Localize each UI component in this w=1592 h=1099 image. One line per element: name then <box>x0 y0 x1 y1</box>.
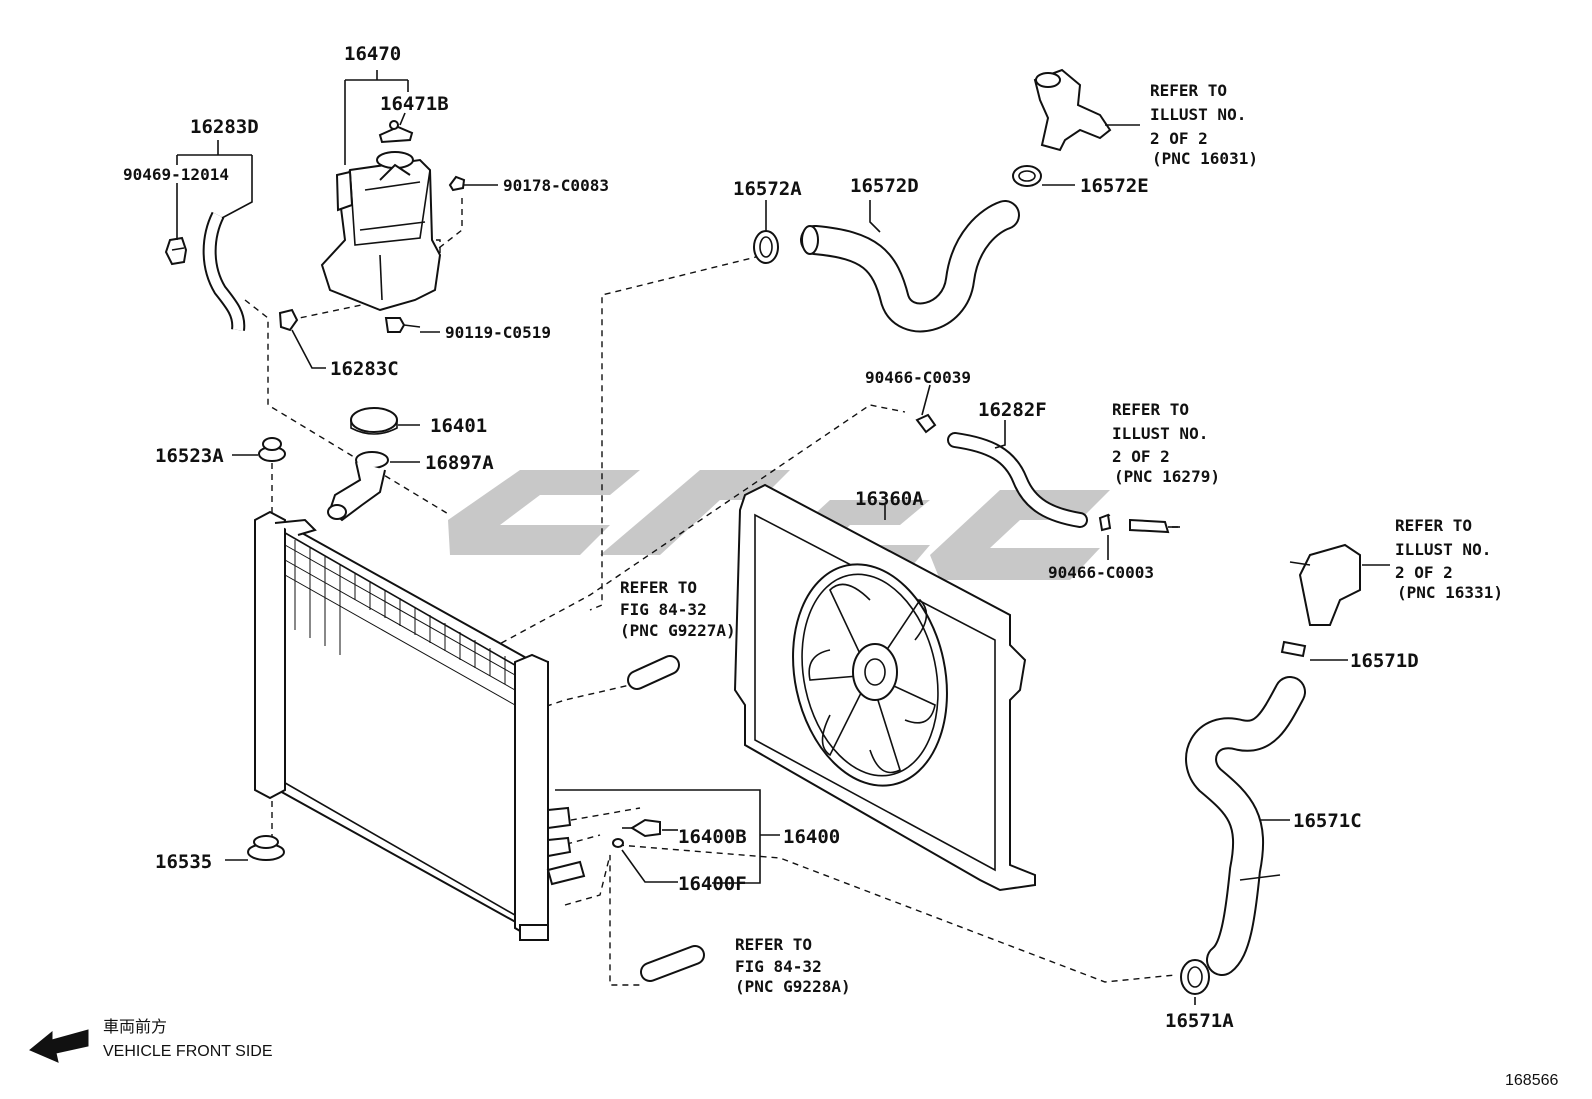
label-16283D: 16283D <box>190 116 259 138</box>
direction-label-jp: 車両前方 <box>103 1017 167 1036</box>
ref5-line1: REFER TO <box>735 935 812 954</box>
ref5-line2: FIG 84-32 <box>735 957 822 976</box>
ref2-line1: REFER TO <box>1112 400 1189 419</box>
ref1-line3: 2 OF 2 <box>1150 129 1208 148</box>
ref1-line2: ILLUST NO. <box>1150 105 1246 124</box>
vehicle-direction-indicator: 車両前方 VEHICLE FRONT SIDE <box>29 1017 273 1063</box>
reference-note-5: REFER TO FIG 84-32 (PNC G9228A) <box>735 935 851 996</box>
ref1-line1: REFER TO <box>1150 81 1227 100</box>
water-inlet-16031 <box>1033 68 1112 152</box>
label-16283C: 16283C <box>330 358 399 380</box>
label-16897A: 16897A <box>425 452 494 474</box>
label-16401: 16401 <box>430 415 487 437</box>
label-16400: 16400 <box>783 826 840 848</box>
bolt-90119 <box>384 317 421 333</box>
radiator-core-fins <box>284 540 516 706</box>
hose-16283D <box>202 211 246 331</box>
label-16571A: 16571A <box>1165 1010 1234 1032</box>
clamp-16283C <box>278 308 299 332</box>
label-16523A: 16523A <box>155 445 224 467</box>
hose-G9227A <box>627 655 680 690</box>
illustration-number: 168566 <box>1505 1072 1558 1089</box>
clip-90469 <box>164 236 188 266</box>
label-16571D: 16571D <box>1350 650 1419 672</box>
reference-note-3: REFER TO ILLUST NO. 2 OF 2 (PNC 16331) <box>1395 516 1503 602</box>
label-16471B: 16471B <box>380 93 449 115</box>
ref2-line3: 2 OF 2 <box>1112 447 1170 466</box>
ref3-line3: 2 OF 2 <box>1395 563 1453 582</box>
label-16571C: 16571C <box>1293 810 1362 832</box>
label-16400F: 16400F <box>678 873 747 895</box>
ref2-line4: (PNC 16279) <box>1114 467 1220 486</box>
fan-blades <box>808 583 936 774</box>
reference-note-4: REFER TO FIG 84-32 (PNC G9227A) <box>620 578 736 640</box>
o-ring-16400F <box>612 838 624 848</box>
label-16470: 16470 <box>344 43 401 65</box>
arrow-left-icon <box>29 1029 89 1063</box>
ref4-line2: FIG 84-32 <box>620 600 707 619</box>
pipe-16279 <box>1129 518 1180 534</box>
label-16282F: 16282F <box>978 399 1047 421</box>
ref2-line2: ILLUST NO. <box>1112 424 1208 443</box>
clamp-16572A <box>753 230 779 264</box>
hose-16572D <box>800 200 1020 333</box>
filler-neck-16897A <box>327 451 389 522</box>
fitting-16571D <box>1280 640 1307 658</box>
hose-16282F <box>947 432 1088 528</box>
label-leaders <box>176 70 1390 1005</box>
ref5-line3: (PNC G9228A) <box>735 977 851 996</box>
reservoir-cap <box>378 120 414 144</box>
clip-90178 <box>448 175 466 192</box>
fan-shroud-16360A <box>733 483 1036 892</box>
clip-90466-C0003 <box>1098 513 1112 532</box>
label-16400B: 16400B <box>678 826 747 848</box>
reference-note-1: REFER TO ILLUST NO. 2 OF 2 (PNC 16031) <box>1150 81 1258 168</box>
label-16572A: 16572A <box>733 178 802 200</box>
hose-16571C <box>1185 676 1306 976</box>
clamp-16572E <box>1012 165 1042 187</box>
label-16535: 16535 <box>155 851 212 873</box>
label-90178-C0083: 90178-C0083 <box>503 176 609 195</box>
label-16572D: 16572D <box>850 175 919 197</box>
bypass-fitting-16331 <box>1289 543 1361 626</box>
ref4-line3: (PNC G9227A) <box>620 621 736 640</box>
cushion-16535 <box>247 835 285 861</box>
label-90469-12014: 90469-12014 <box>123 165 229 184</box>
ref4-line1: REFER TO <box>620 578 697 597</box>
ref1-line4: (PNC 16031) <box>1152 149 1258 168</box>
label-90119-C0519: 90119-C0519 <box>445 323 551 342</box>
ref3-line1: REFER TO <box>1395 516 1472 535</box>
label-90466-C0039: 90466-C0039 <box>865 368 971 387</box>
label-90466-C0003: 90466-C0003 <box>1048 563 1154 582</box>
radiator-cap-16401 <box>350 407 398 435</box>
reference-note-2: REFER TO ILLUST NO. 2 OF 2 (PNC 16279) <box>1112 400 1220 486</box>
part-labels: 16470 16471B 16283D 90469-12014 90178-C0… <box>123 43 1419 1032</box>
clamp-16571A <box>1180 959 1210 995</box>
clip-90466-C0039 <box>915 413 937 434</box>
cushion-16523A <box>258 437 286 462</box>
ref3-line4: (PNC 16331) <box>1397 583 1503 602</box>
hose-G9228A <box>640 945 705 982</box>
drain-cock-16400B <box>622 818 661 838</box>
radiator-16400 <box>254 510 586 941</box>
label-16572E: 16572E <box>1080 175 1149 197</box>
direction-label-en: VEHICLE FRONT SIDE <box>103 1043 273 1060</box>
ref3-line2: ILLUST NO. <box>1395 540 1491 559</box>
label-16360A: 16360A <box>855 488 924 510</box>
reservoir-tank <box>320 151 442 312</box>
